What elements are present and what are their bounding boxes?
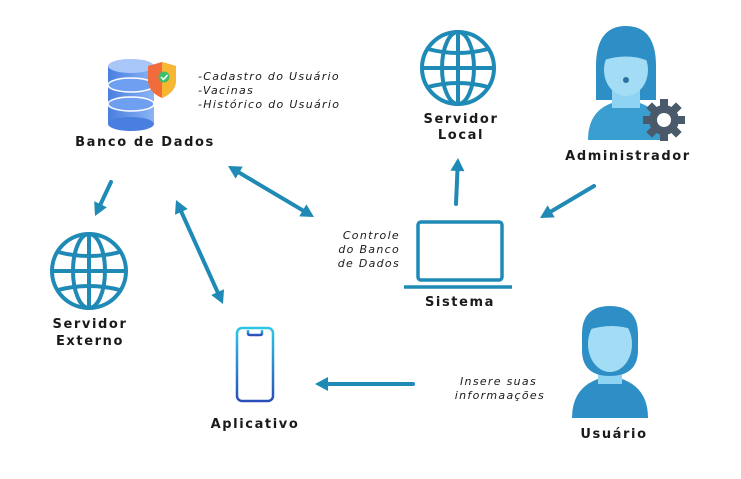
label-usuario: Usuário	[580, 427, 647, 442]
arrow-usuario-aplicativo-head-end	[315, 377, 328, 391]
note-controle-2: do Banco	[338, 243, 400, 256]
arrow-banco-servidor-externo	[96, 180, 113, 210]
arrow-banco-sistema-head-start	[228, 166, 243, 179]
note-controle-1: Controle	[343, 229, 400, 242]
globe-icon	[420, 30, 496, 106]
globe-icon	[50, 232, 128, 310]
label-aplicativo: Aplicativo	[211, 417, 300, 432]
connection-arrows	[94, 158, 596, 391]
arrow-banco-aplicativo	[177, 206, 222, 298]
label-servidor-local-2: Local	[438, 128, 484, 143]
arrow-banco-aplicativo-head-end	[211, 289, 225, 304]
admin-person-gear-icon	[588, 26, 685, 141]
label-administrador: Administrador	[565, 149, 691, 164]
label-sistema: Sistema	[425, 295, 495, 310]
label-servidor-local-1: Servidor	[424, 112, 499, 127]
note-banco-item-3: -Histórico do Usuário	[198, 98, 340, 111]
note-banco-item-2: -Vacinas	[198, 84, 254, 97]
note-controle-3: de Dados	[338, 257, 400, 270]
arrow-banco-servidor-externo-head-end	[94, 201, 107, 216]
arrow-banco-sistema-head-end	[299, 204, 314, 217]
arrow-sistema-servidor-local-head-end	[450, 158, 465, 172]
label-banco-de-dados: Banco de Dados	[75, 135, 215, 150]
note-insere-1: Insere suas	[460, 375, 537, 388]
label-servidor-externo-2: Externo	[56, 334, 124, 349]
database-shield-icon	[107, 59, 176, 131]
laptop-icon	[404, 220, 512, 289]
user-person-icon	[572, 306, 648, 418]
note-insere-2: informaações	[455, 389, 545, 402]
label-servidor-externo-1: Servidor	[53, 317, 128, 332]
arrow-sistema-servidor-local	[454, 164, 460, 206]
arrow-banco-aplicativo-head-start	[174, 200, 188, 215]
arrow-admin-sistema	[545, 184, 596, 216]
note-banco-item-1: -Cadastro do Usuário	[198, 70, 340, 83]
smartphone-icon	[235, 326, 275, 403]
arrow-admin-sistema-head-end	[540, 205, 555, 218]
arrow-banco-sistema	[233, 168, 309, 215]
